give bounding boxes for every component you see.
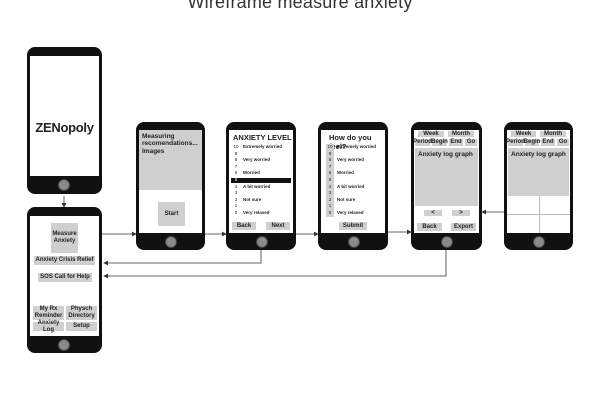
physch-directory-button[interactable]: Physch Directory [66,306,97,320]
app-name: ZENopoly [35,120,94,135]
level-label: Not sure [243,196,262,202]
graph-area [508,148,569,196]
phone-splash: ZENopoly [27,47,102,194]
selected-level-highlight [231,178,291,183]
level-number[interactable]: 0 [328,210,332,215]
period-label: Period [507,139,525,146]
back-button[interactable]: Back [417,223,442,231]
level-number[interactable]: 4 [328,183,332,189]
level-number[interactable]: 6 [328,170,332,176]
week-tab[interactable]: Week [511,131,536,137]
home-button[interactable] [58,339,70,351]
anxiety-crisis-relief-button[interactable]: Anxiety Crisis Relief [34,256,95,265]
phone-anxiety-log: Week Month Period Begin End Go Anxiety l… [411,122,482,250]
end-field[interactable]: End [541,139,555,146]
level-number[interactable]: 9 [234,150,238,156]
measure-start-screen: Measuring recomendations... Images Start [139,130,202,233]
arrow-log-back-to-menu [103,250,447,279]
level-number[interactable]: 1 [328,203,332,209]
level-number[interactable]: 3 [234,190,238,196]
measure-anxiety-button[interactable]: Measure Anxiety [51,223,78,253]
level-number[interactable]: 10 [327,144,333,149]
recommendations-heading: Measuring recomendations... Images [142,133,198,155]
level-number[interactable]: 0 [234,210,238,215]
prev-button[interactable]: < [424,210,442,216]
splash-screen: ZENopoly [30,56,99,176]
level-number[interactable]: 2 [234,196,238,202]
level-label: Worried [337,170,354,176]
level-number[interactable]: 5 [234,177,238,182]
phone-measure-start: Measuring recomendations... Images Start [136,122,205,250]
level-label: A bit worried [243,183,271,189]
anxiety-log-screen: Week Month Period Begin End Go Anxiety l… [414,130,479,233]
level-number[interactable]: 5 [328,177,332,182]
period-label: Period [414,139,432,146]
start-button[interactable]: Start [158,202,185,226]
phone-main-menu: Measure Anxiety Anxiety Crisis Relief SO… [27,207,102,353]
feel-heading: How do you feel? [329,133,372,151]
month-tab[interactable]: Month [448,131,474,137]
page-title: Wireframe measure anxiety [187,0,413,12]
begin-field[interactable]: Begin [431,139,448,146]
graph-grid-line [507,214,570,215]
level-label: A bit worried [337,183,365,189]
end-field[interactable]: End [449,139,463,146]
level-label: Very worried [337,157,365,163]
level-label: Very relaxed [243,210,270,215]
submit-button[interactable]: Submit [339,222,367,230]
export-button[interactable]: Export [451,223,476,231]
home-button[interactable] [441,236,453,248]
level-label: Worried [243,170,260,176]
log-graph-screen: Week Month Period Begin End Go Anxiety l… [507,130,570,233]
recommendations-image-area [139,130,202,190]
sos-call-button[interactable]: SOS Call for Help [38,273,92,282]
go-button[interactable]: Go [557,139,569,146]
anxiety-level-heading: ANXIETY LEVEL [233,133,292,142]
level-number[interactable]: 6 [234,170,238,176]
home-button[interactable] [256,236,268,248]
next-button[interactable]: Next [266,222,290,230]
level-number[interactable]: 3 [328,190,332,196]
anxiety-log-button[interactable]: Anxiety Log [33,320,64,333]
level-number[interactable]: 10 [233,144,239,149]
level-number[interactable]: 8 [234,157,238,163]
phone-log-graph: Week Month Period Begin End Go Anxiety l… [504,122,573,250]
go-button[interactable]: Go [465,139,477,146]
level-number[interactable]: 2 [328,196,332,202]
setup-button[interactable]: Setup [66,322,97,331]
home-button[interactable] [165,236,177,248]
level-label: Very relaxed [337,210,364,215]
back-button[interactable]: Back [232,222,256,230]
home-button[interactable] [58,179,70,191]
level-number[interactable]: 8 [328,157,332,163]
level-number[interactable]: 7 [234,163,238,169]
level-label: Very worried [243,157,271,163]
level-label: Not sure [337,196,356,202]
week-tab[interactable]: Week [418,131,444,137]
home-button[interactable] [533,236,545,248]
level-label: Extremely worried [243,144,283,149]
graph-title: Anxiety log graph [511,151,566,158]
home-button[interactable] [348,236,360,248]
level-number[interactable]: 1 [234,203,238,209]
menu-screen: Measure Anxiety Anxiety Crisis Relief SO… [30,216,99,336]
level-scale-bar [326,144,334,217]
next-page-button[interactable]: > [452,210,470,216]
log-graph-title: Anxiety log graph [418,151,473,158]
log-graph-area [415,148,478,206]
level-label: Extremely worried [337,144,377,149]
begin-field[interactable]: Begin [523,139,541,146]
level-number[interactable]: 9 [328,150,332,156]
arrow-level-back-to-menu [103,248,262,266]
level-number[interactable]: 4 [234,183,238,189]
month-tab[interactable]: Month [540,131,566,137]
my-rx-reminder-button[interactable]: My Rx Reminder [33,306,64,320]
level-number[interactable]: 7 [328,163,332,169]
